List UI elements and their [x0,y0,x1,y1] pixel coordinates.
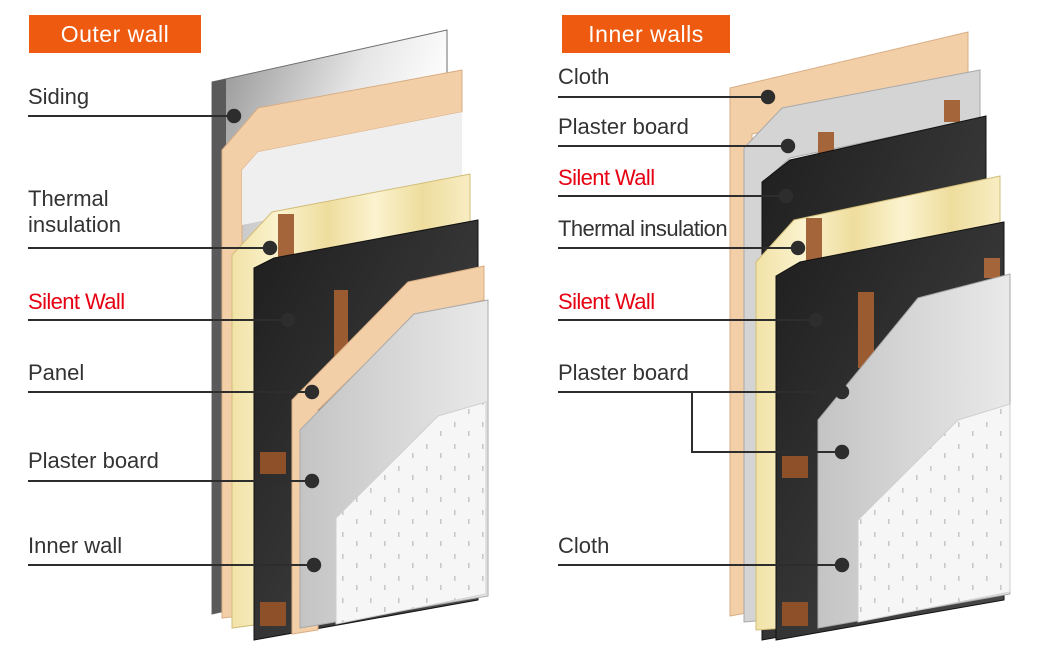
outer-wall-heading: Outer wall [29,15,201,53]
inner-label-silent-wall-back: Silent Wall [558,165,655,190]
outer-wall-art [211,29,489,641]
inner-label-plaster-board-back: Plaster board [558,114,689,139]
outer-label-thermal-insulation: Thermal insulation [28,186,121,237]
outer-leader-lines [28,108,322,573]
outer-label-siding: Siding [28,84,90,109]
inner-leader-lines [558,89,850,573]
inner-walls-art [729,31,1011,641]
inner-label-thermal-insulation: Thermal insulation [558,216,728,241]
inner-walls-heading: Inner walls [562,15,730,53]
inner-label-cloth-back: Cloth [558,64,610,89]
inner-label-silent-wall-front: Silent Wall [558,289,655,314]
outer-label-panel: Panel [28,360,85,385]
inner-label-cloth-front: Cloth [558,533,610,558]
outer-label-silent-wall: Silent Wall [28,289,125,314]
inner-label-plaster-board-front: Plaster board [558,360,689,385]
outer-label-plaster-board: Plaster board [28,448,159,473]
outer-label-inner-wall: Inner wall [28,533,123,558]
